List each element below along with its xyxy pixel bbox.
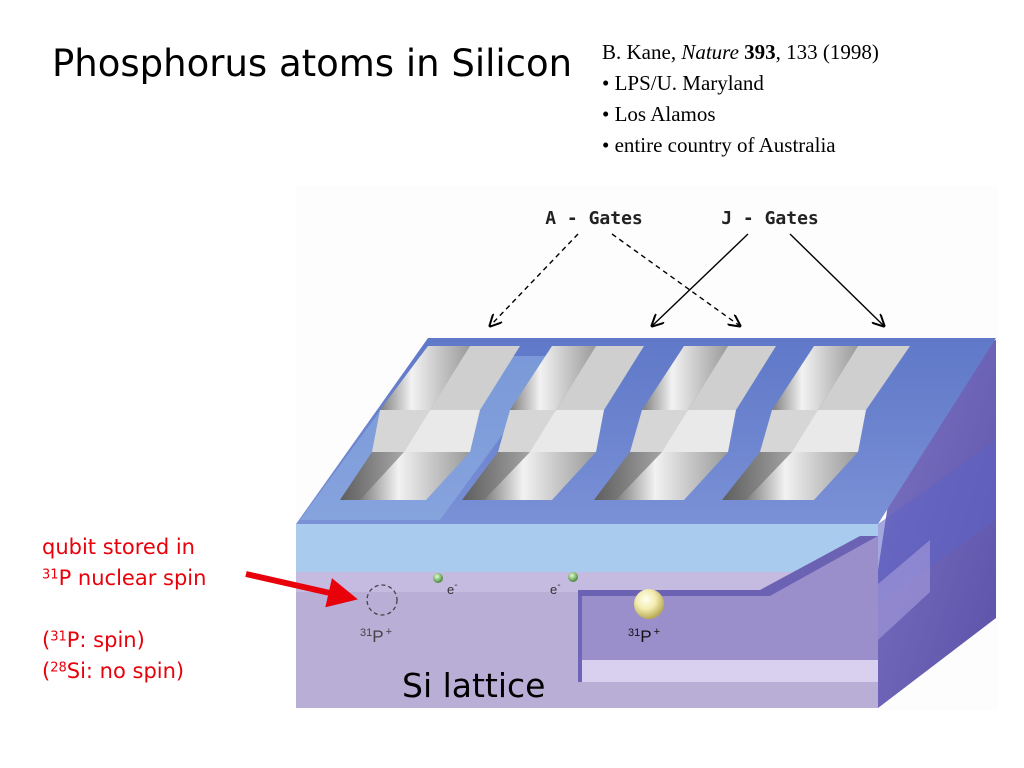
j-gate-arrow — [789, 233, 884, 326]
isotope-superscript: 31 — [42, 567, 59, 583]
ionized-donor-icon — [366, 584, 398, 616]
oxide-front-layer — [296, 524, 878, 572]
notch-wall — [578, 596, 582, 682]
callout-arrow — [245, 571, 358, 608]
reference-author: B. Kane, — [602, 40, 682, 64]
callout-line-2: 31P nuclear spin — [42, 563, 206, 594]
si-lattice-label: Si lattice — [402, 666, 546, 705]
gate-electrode — [462, 346, 644, 500]
electron-icon — [433, 573, 443, 583]
gate-electrode — [594, 346, 776, 500]
slide-title: Phosphorus atoms in Silicon — [52, 42, 573, 85]
electron-label: e- — [447, 580, 458, 597]
reference-volume: 393 — [744, 40, 776, 64]
si28-spin-note: (28Si: no spin) — [42, 659, 185, 683]
reference-bullet: • entire country of Australia — [602, 133, 836, 157]
electron-icon — [568, 572, 578, 582]
qubit-callout: qubit stored in 31P nuclear spin (31P: s… — [42, 532, 206, 687]
donor-right-label: 31P+ — [628, 626, 660, 646]
notch-top-edge — [578, 536, 878, 596]
reference-journal: Nature — [681, 40, 739, 64]
cutaway-notch — [578, 536, 878, 682]
reference-bullet: • LPS/U. Maryland — [602, 71, 764, 95]
j-gate-arrow — [652, 233, 749, 326]
callout-line-1: qubit stored in — [42, 535, 195, 559]
electron-label: e- — [550, 580, 561, 597]
notch-floor — [578, 660, 878, 682]
isotope-superscript: 31 — [50, 629, 67, 645]
phosphorus-atom-icon — [634, 589, 664, 619]
donor-left-label: 31P+ — [360, 626, 392, 646]
reference-pages-year: , 133 (1998) — [775, 40, 879, 64]
reference-citation: B. Kane, Nature 393, 133 (1998) — [602, 37, 879, 68]
gate-electrode — [340, 346, 520, 500]
gate-electrode — [722, 346, 910, 500]
p31-spin-note: (31P: spin) — [42, 628, 145, 652]
isotope-superscript: 28 — [50, 660, 67, 676]
callout-line-2-text: P nuclear spin — [58, 566, 207, 590]
a-gates-label: A - Gates — [545, 208, 643, 229]
reference-block: B. Kane, Nature 393, 133 (1998) • LPS/U.… — [602, 37, 879, 161]
notch-side-highlight — [878, 540, 930, 640]
reference-bullet: • Los Alamos — [602, 102, 716, 126]
a-gate-arrow — [490, 233, 579, 326]
j-gates-label: J - Gates — [721, 208, 819, 229]
